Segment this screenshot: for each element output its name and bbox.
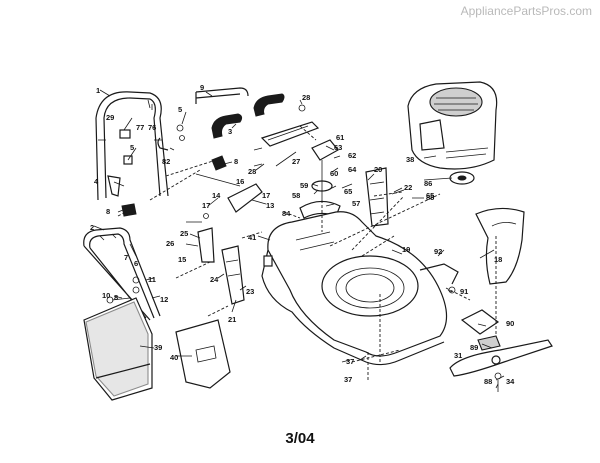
callout-8a: 8 xyxy=(234,157,238,166)
drive-assembly xyxy=(299,139,341,219)
callout-16: 16 xyxy=(236,177,244,186)
callout-39: 39 xyxy=(154,343,162,352)
blade-adapter xyxy=(460,309,501,351)
grass-bag xyxy=(83,297,153,401)
callout-63: 63 xyxy=(334,143,342,152)
callout-91: 91 xyxy=(460,287,468,296)
callout-27: 27 xyxy=(292,157,300,166)
callout-29: 29 xyxy=(106,113,114,122)
callout-84: 84 xyxy=(282,209,291,218)
callout-10: 10 xyxy=(102,291,110,300)
cable-bracket xyxy=(260,121,320,147)
callout-60: 60 xyxy=(330,169,338,178)
callout-58: 58 xyxy=(292,191,300,200)
callout-6: 6 xyxy=(134,259,138,268)
callout-57: 57 xyxy=(352,199,360,208)
callout-7: 7 xyxy=(124,253,128,262)
handle-grips xyxy=(211,93,285,139)
callout-88: 88 xyxy=(484,377,492,386)
callout-65a: 65 xyxy=(344,187,352,196)
callout-90: 90 xyxy=(506,319,514,328)
callout-34: 34 xyxy=(506,377,515,386)
callout-2: 2 xyxy=(90,223,94,232)
callout-65b: 65 xyxy=(426,191,434,200)
callout-28a: 28 xyxy=(302,93,310,102)
callout-4: 4 xyxy=(94,177,99,186)
callout-76: 76 xyxy=(148,123,156,132)
callout-1: 1 xyxy=(96,86,100,95)
callout-37a: 37 xyxy=(346,357,354,366)
callout-25: 25 xyxy=(180,229,188,238)
engine-pulley xyxy=(449,171,475,185)
mower-deck xyxy=(261,211,448,366)
callout-8b: 8 xyxy=(106,207,110,216)
callout-11: 11 xyxy=(148,275,156,284)
callout-38: 38 xyxy=(406,155,414,164)
chute-wire xyxy=(419,263,459,294)
hardware xyxy=(106,104,306,304)
callout-37b: 37 xyxy=(344,375,352,384)
callout-5b: 5 xyxy=(130,143,134,152)
callout-61: 61 xyxy=(336,133,344,142)
callout-17b: 17 xyxy=(262,191,270,200)
callout-5a: 5 xyxy=(178,105,182,114)
discharge-chute xyxy=(475,207,525,285)
date-code: 3/04 xyxy=(285,430,315,447)
callout-82: 82 xyxy=(162,157,170,166)
callout-28b: 28 xyxy=(248,167,256,176)
callout-64: 64 xyxy=(348,165,357,174)
callout-19: 19 xyxy=(402,245,410,254)
callout-22: 22 xyxy=(404,183,412,192)
callout-17a: 17 xyxy=(202,201,210,210)
callout-40: 40 xyxy=(170,353,178,362)
rear-height-adjuster xyxy=(365,167,405,227)
callout-24: 24 xyxy=(210,275,219,284)
assembly-guide-lines xyxy=(117,125,497,380)
cutting-blade xyxy=(449,339,553,392)
callout-31: 31 xyxy=(454,351,462,360)
callout-14: 14 xyxy=(212,191,221,200)
callout-77: 77 xyxy=(136,123,144,132)
callout-85: 85 xyxy=(426,193,434,202)
callout-20: 20 xyxy=(374,165,382,174)
callout-89: 89 xyxy=(470,343,478,352)
callout-86: 86 xyxy=(424,179,432,188)
leader-lines xyxy=(93,89,505,389)
callout-8c: 8 xyxy=(114,293,118,302)
callout-12: 12 xyxy=(160,295,168,304)
callout-21: 21 xyxy=(228,315,236,324)
callout-labels: 1 2 3 4 5 5 6 7 8 8 8 9 10 11 12 13 14 1… xyxy=(90,83,515,386)
callout-41: 41 xyxy=(248,233,256,242)
callout-15: 15 xyxy=(178,255,186,264)
callout-26: 26 xyxy=(166,239,174,248)
callout-9: 9 xyxy=(200,83,204,92)
callout-92: 92 xyxy=(434,247,442,256)
callout-59: 59 xyxy=(300,181,308,190)
callout-18: 18 xyxy=(494,255,502,264)
callout-13: 13 xyxy=(266,201,274,210)
mounting-brackets xyxy=(197,183,263,305)
callout-62: 62 xyxy=(348,151,356,160)
callout-23: 23 xyxy=(246,287,254,296)
rear-flap xyxy=(175,319,231,389)
callout-3: 3 xyxy=(228,127,232,136)
engine xyxy=(407,81,498,170)
site-watermark: AppliancePartsPros.com xyxy=(460,4,592,18)
control-bar xyxy=(195,87,249,104)
